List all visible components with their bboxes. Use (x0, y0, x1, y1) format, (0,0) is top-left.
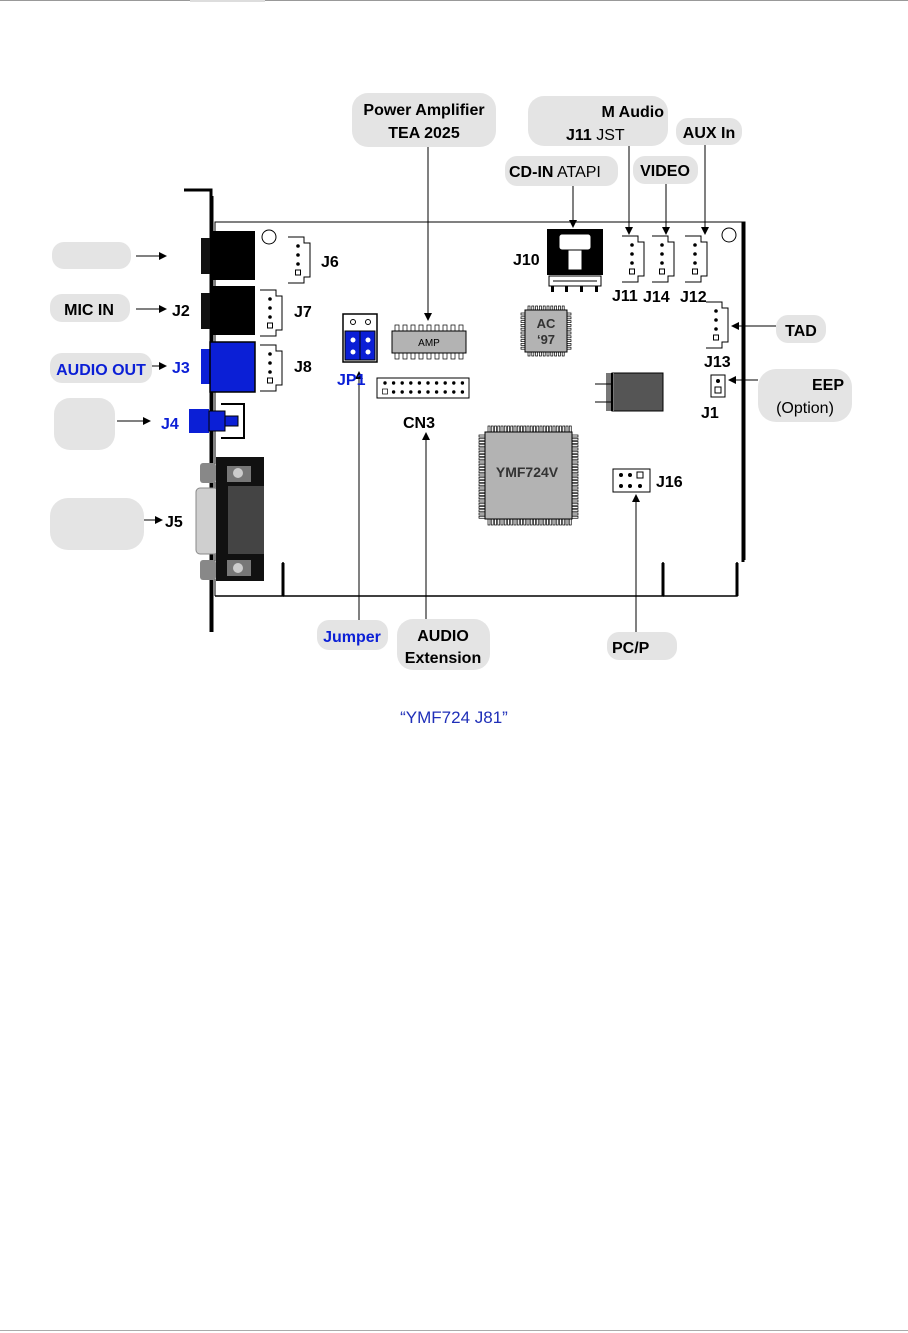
label-j16: J16 (656, 474, 683, 491)
callout-bubble-audio-extension (397, 619, 490, 670)
bottom-rule (0, 1330, 908, 1331)
label-j11: J11 (612, 288, 638, 305)
label-j5: J5 (165, 514, 183, 531)
callout-bubble-tad (776, 315, 826, 343)
connector-j8-icon (260, 344, 283, 392)
component-labels: J6 J2 J7 J3 J8 J4 J5 J10 J11 J14 J12 J13… (161, 252, 731, 531)
connector-j12-icon (685, 235, 708, 283)
callout-cd-in: CD-IN ATAPI (509, 164, 601, 181)
callout-eep-line1: EEP (812, 377, 844, 394)
callout-bubble-mic-in (50, 294, 130, 322)
jack-top-icon (201, 231, 255, 280)
connector-j14-icon (652, 235, 675, 283)
callout-cd-in-rest: ATAPI (553, 164, 600, 181)
label-j7: J7 (294, 304, 312, 321)
ymf-chip-label: YMF724V (496, 464, 559, 480)
callout-bubble-video (633, 156, 698, 184)
callout-power-amplifier-line1: Power Amplifier (363, 102, 484, 119)
audio-extension-header-cn3-icon (376, 377, 470, 399)
callout-m-audio-line1: M Audio (602, 104, 665, 121)
callout-bubble-jumper (317, 620, 388, 650)
ac97-label-2: ‘97 (537, 332, 555, 347)
sound-card-diagram: AMP AC ‘97 YMF724V Power A (50, 93, 852, 670)
mounting-hole-left (261, 229, 277, 245)
callout-tad: TAD (785, 323, 817, 340)
label-jp1: JP1 (337, 372, 366, 389)
callout-bubble-power-amplifier (352, 93, 496, 147)
callout-bubble-game-port (50, 498, 144, 550)
figure-caption: “YMF724 J81” (400, 708, 508, 727)
board-outline (214, 221, 746, 597)
jumper-jp1-icon (342, 313, 378, 363)
callout-bubble-m-audio (528, 96, 668, 146)
amp-chip-label: AMP (418, 338, 440, 349)
top-rule-accent (190, 0, 265, 2)
label-j14: J14 (643, 289, 670, 306)
ac97-label-1: AC (537, 316, 556, 331)
leader-arrows (117, 145, 776, 632)
callout-m-audio-line2: J11 JST (566, 127, 625, 144)
callout-bubble-pcp (607, 632, 677, 660)
connector-j4-icon (189, 403, 245, 439)
label-j10: J10 (513, 252, 540, 269)
connector-j6-icon (288, 236, 311, 284)
callout-bubble-audio-out (50, 353, 152, 383)
callout-m-audio-j11: J11 (566, 127, 592, 144)
callout-bubble-line-in (52, 242, 131, 269)
callout-power-amplifier-line2: TEA 2025 (388, 125, 460, 142)
callout-jumper: Jumper (323, 629, 381, 646)
eep-connector-j1-icon (710, 374, 726, 398)
callout-m-audio-jst: JST (592, 127, 625, 144)
callout-cd-in-bold: CD-IN (509, 164, 553, 181)
callout-audio-out: AUDIO OUT (56, 362, 146, 379)
game-port-j5-icon (195, 457, 264, 581)
callout-audio-extension-line1: AUDIO (417, 628, 469, 645)
callout-eep-line2: (Option) (776, 400, 834, 417)
ac97-chip-icon: AC ‘97 (520, 305, 572, 357)
callout-bubble-eep (758, 369, 852, 422)
jack-mic-in-icon (201, 286, 255, 335)
jack-audio-out-icon (201, 341, 256, 393)
label-cn3: CN3 (403, 415, 435, 432)
callout-video: VIDEO (640, 163, 690, 180)
label-j3: J3 (172, 360, 190, 377)
ymf724v-chip-icon: YMF724V (478, 425, 579, 526)
callout-aux-in: AUX In (683, 125, 735, 142)
connector-j13-icon (706, 301, 729, 349)
label-j1: J1 (701, 405, 719, 422)
label-j2: J2 (172, 303, 190, 320)
cd-in-connector-j10-icon (547, 229, 603, 292)
amp-chip-icon: AMP (391, 324, 467, 360)
connector-j11-icon (622, 235, 645, 283)
callout-mic-in: MIC IN (64, 302, 114, 319)
callout-bubble-cd-in (505, 156, 618, 186)
crystal-component-icon (595, 372, 664, 412)
label-j4: J4 (161, 416, 179, 433)
callout-pcp: PC/P (612, 640, 650, 657)
callout-bubble-aux-in (676, 118, 742, 145)
connector-j7-icon (260, 289, 283, 337)
pcpci-header-j16-icon (612, 468, 651, 493)
callout-audio-extension-line2: Extension (405, 650, 481, 667)
callout-bubble-j4 (54, 398, 115, 450)
label-j12: J12 (680, 289, 707, 306)
label-j13: J13 (704, 354, 731, 371)
label-j6: J6 (321, 254, 339, 271)
mounting-hole-right (721, 227, 737, 243)
top-rule (0, 0, 908, 1)
label-j8: J8 (294, 359, 312, 376)
